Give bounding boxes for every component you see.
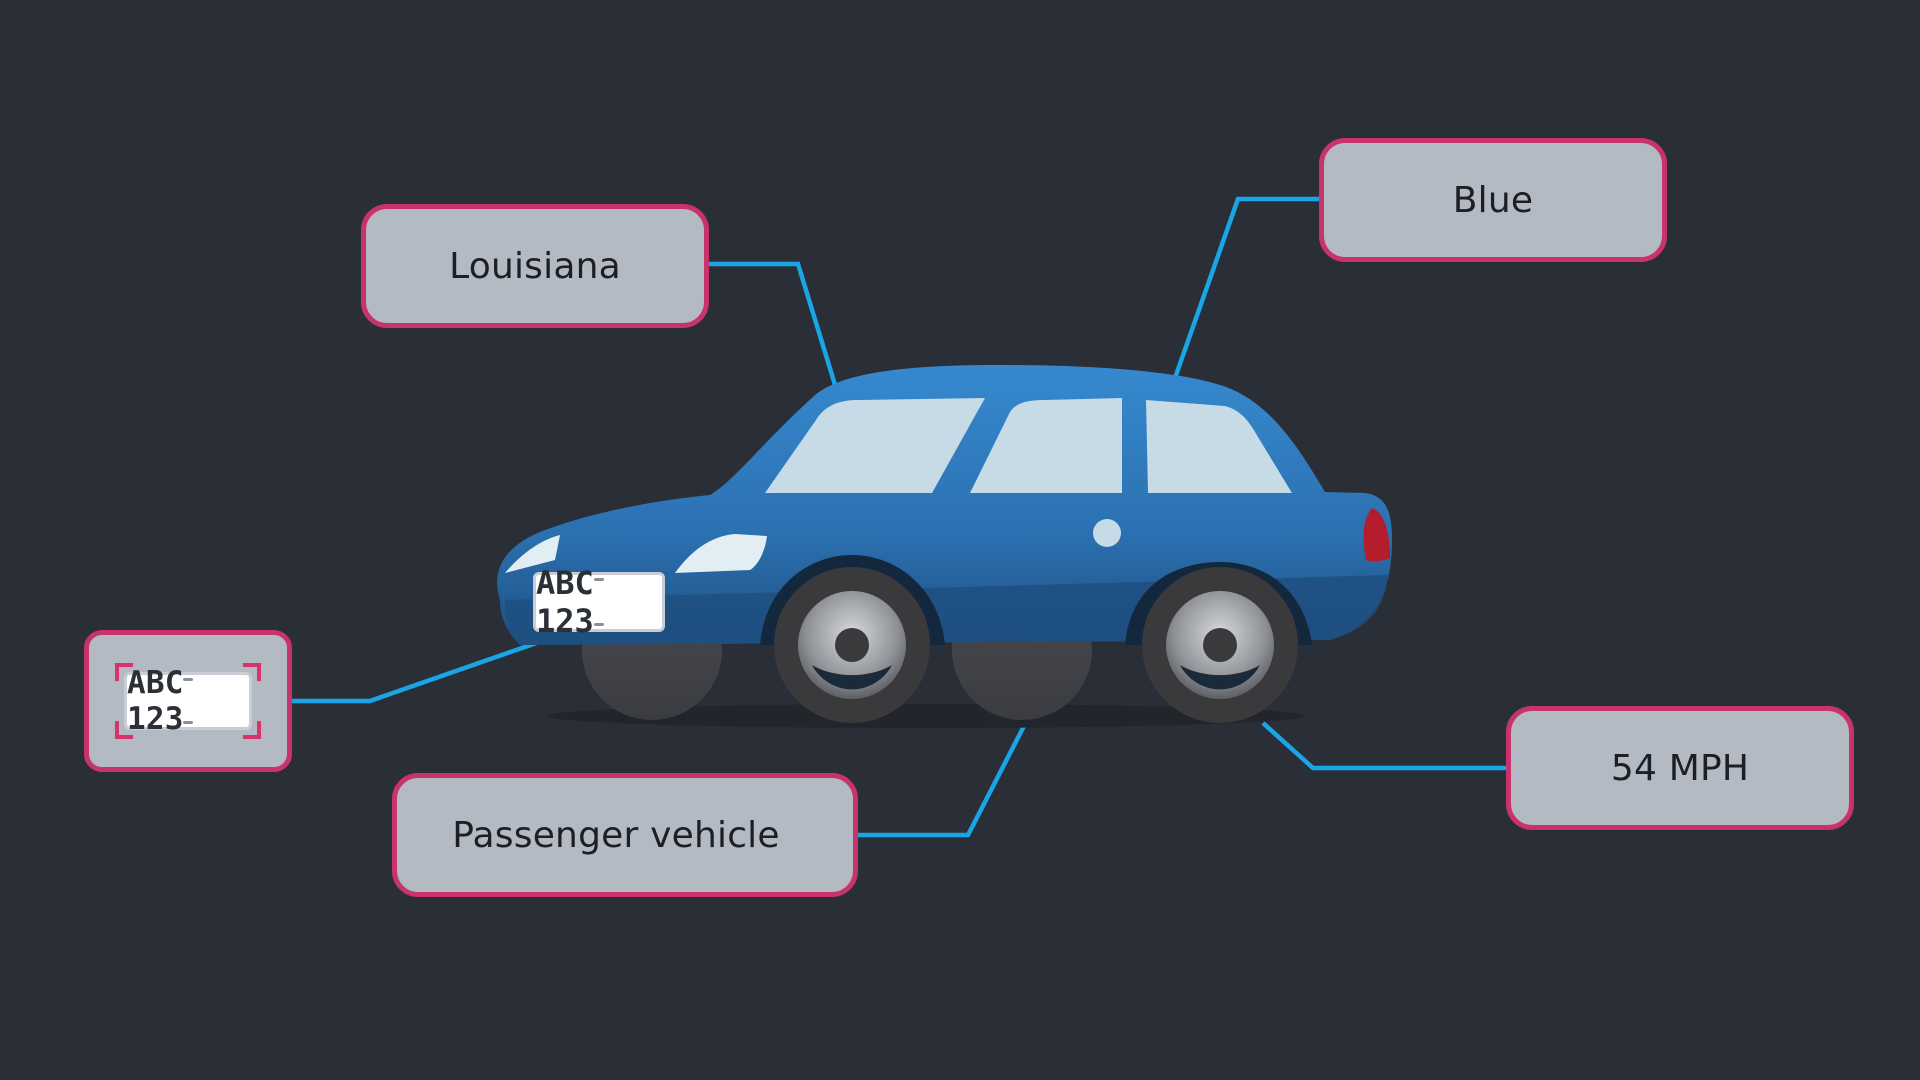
plate-label-box: ABC 123	[84, 630, 292, 772]
connector-color	[1172, 196, 1319, 379]
taillight	[1363, 508, 1390, 562]
color-label-box: Blue	[1319, 138, 1667, 262]
vehicle-type-label-box: Passenger vehicle	[392, 773, 858, 897]
state-label: Louisiana	[449, 245, 621, 287]
plate-label: ABC 123	[124, 665, 252, 737]
rear-door-window	[970, 398, 1122, 493]
scan-bracket-bottom-right-icon	[243, 721, 261, 739]
car-illustration	[497, 365, 1392, 728]
scan-bracket-top-right-icon	[243, 663, 261, 681]
state-label-box: Louisiana	[361, 204, 709, 328]
rear-wheel	[1142, 567, 1298, 723]
headlight-side	[675, 534, 767, 573]
rear-quarter-window	[1146, 400, 1292, 493]
front-wheel	[774, 567, 930, 723]
speed-label: 54 MPH	[1610, 747, 1750, 789]
scan-bracket-top-left-icon	[115, 663, 133, 681]
door-handle	[1093, 519, 1121, 547]
connector-state	[709, 261, 839, 389]
connector-plate	[292, 637, 546, 704]
scan-bracket-bottom-left-icon	[115, 721, 133, 739]
speed-label-box: 54 MPH	[1506, 706, 1854, 830]
windshield-window	[765, 398, 985, 493]
color-label: Blue	[1452, 179, 1534, 221]
vehicle-type-label: Passenger vehicle	[452, 814, 780, 856]
car-shadow	[546, 704, 1306, 728]
headlight-front	[505, 535, 560, 573]
car-license-plate: ABC 123	[533, 564, 665, 640]
connector-speed	[1261, 721, 1506, 771]
